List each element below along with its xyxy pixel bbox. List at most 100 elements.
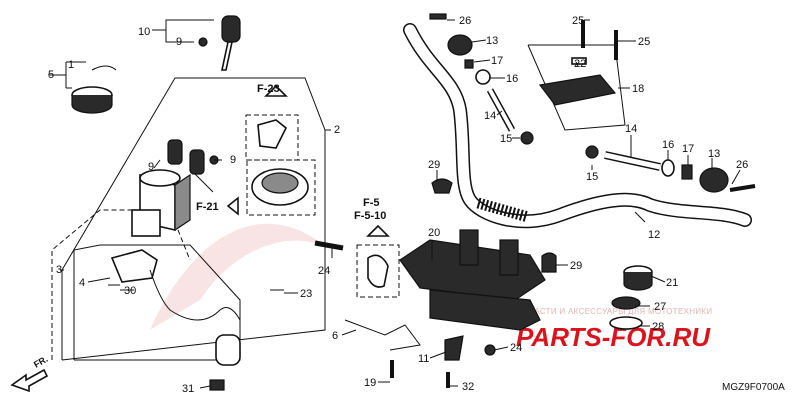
- switch-top: [139, 169, 181, 187]
- weight-13-top: [447, 34, 473, 56]
- clip-f5: [367, 254, 389, 288]
- riser-right: [499, 239, 519, 276]
- handlebar-knurl: [476, 197, 530, 223]
- connector-4: [110, 249, 158, 283]
- callout-29-top: 29: [428, 159, 440, 171]
- callout-21: 21: [666, 277, 678, 289]
- washer-27: [611, 296, 641, 310]
- left-bar-end: [429, 13, 534, 145]
- callout-29-right: 29: [570, 260, 582, 272]
- right-bar-end: [585, 145, 756, 193]
- bolt-24-right: [484, 344, 496, 356]
- leader-10: [152, 19, 214, 43]
- callout-26-right: 26: [736, 159, 748, 171]
- callout-14-right: 14: [625, 123, 637, 135]
- ref-f23-arrow-icon: [264, 84, 288, 97]
- callout-3: 3: [56, 264, 62, 276]
- nut-15-right: [585, 145, 599, 159]
- clamp-29-right: [541, 252, 557, 273]
- part-harness: [108, 249, 284, 391]
- washer-9-top: [198, 37, 208, 47]
- callouts: 5 1 2 3 4 6 9 9 9 10 11 12 13 13 14 14 1…: [48, 15, 748, 395]
- ref-f21-arrow-icon: [226, 196, 239, 216]
- fuel-cap-group: [245, 114, 316, 216]
- callout-1: 1: [68, 59, 74, 71]
- shaft-14-top-fill: [488, 89, 514, 131]
- leader-12: [634, 211, 646, 223]
- cap-5-body: [71, 95, 113, 114]
- riser-left: [459, 229, 479, 266]
- clamp-29-top: [431, 178, 453, 194]
- lock-cylinder: [257, 119, 288, 149]
- fuel-cap-inner: [261, 172, 299, 194]
- ref-f23-label: F-23: [257, 83, 280, 95]
- washer-28: [609, 316, 643, 330]
- callout-10: 10: [138, 26, 150, 38]
- leader-lines: [48, 19, 741, 389]
- leader-right-parts: [667, 150, 741, 185]
- key-9-a: [167, 139, 183, 165]
- watermark-caption: ЗАПЧАСТИ И АКСЕССУАРЫ ДЛЯ МОТОТЕХНИКИ: [512, 307, 712, 316]
- holder-18: [538, 74, 617, 106]
- bolt-24-left: [314, 240, 344, 251]
- watermark-swoosh: [150, 223, 330, 330]
- collar-17-top: [464, 59, 474, 69]
- callout-11: 11: [418, 353, 429, 365]
- callout-16-right: 16: [662, 139, 674, 151]
- ref-f5-label: F-5: [363, 197, 380, 209]
- screw-26-right: [729, 184, 756, 192]
- callout-19: 19: [364, 377, 376, 389]
- callout-12: 12: [648, 229, 660, 241]
- callout-23: 23: [300, 288, 312, 300]
- cable-guides: [344, 178, 557, 388]
- callout-24-right: 24: [510, 342, 522, 354]
- ref-f21-label: F-21: [196, 201, 219, 213]
- callout-22: 22: [574, 58, 586, 70]
- callout-32: 32: [462, 381, 474, 393]
- clip-f5-box: [356, 244, 400, 298]
- ring-16-right: [661, 159, 675, 177]
- callout-4: 4: [79, 277, 85, 289]
- plate-22: [571, 57, 587, 65]
- leader-13-top: [471, 39, 487, 43]
- callout-13-top: 13: [486, 35, 498, 47]
- part-ignition-switch: [131, 139, 219, 237]
- callout-2: 2: [334, 124, 340, 136]
- leader-11: [429, 351, 447, 359]
- cap-21-body: [623, 272, 653, 291]
- callout-15-top: 15: [500, 133, 512, 145]
- wire: [149, 269, 241, 321]
- part-ring-cap: [71, 65, 117, 114]
- snap-ring-1: [91, 65, 117, 71]
- callout-14-top: 14: [484, 110, 496, 122]
- callout-9-right: 9: [230, 154, 236, 166]
- collar-17-right: [681, 164, 693, 180]
- screw-26-top: [429, 13, 447, 20]
- callout-17-top: 17: [491, 55, 503, 67]
- leader-25: [584, 19, 636, 42]
- bridge-lower: [429, 289, 541, 331]
- callout-15-right: 15: [586, 171, 598, 183]
- key-9-b: [189, 149, 205, 175]
- leader-14-top: [496, 110, 503, 116]
- assembly-2-outline: [61, 77, 326, 361]
- cable-holder-6: [344, 319, 421, 351]
- callout-26-top: 26: [459, 15, 471, 27]
- callout-18: 18: [632, 83, 644, 95]
- leader-22: [575, 61, 579, 67]
- key-head: [221, 15, 241, 43]
- callout-25-left: 25: [572, 15, 584, 27]
- front-label: FR.: [32, 354, 50, 370]
- ref-f5-arrow-icon: [366, 224, 390, 237]
- leader-9: [153, 159, 222, 169]
- switch-housing: [131, 209, 161, 237]
- leader-6: [341, 329, 357, 336]
- callout-20: 20: [428, 227, 440, 239]
- callout-9-top: 9: [176, 36, 182, 48]
- front-arrow-icon: [10, 368, 49, 393]
- callout-17-right: 17: [682, 143, 694, 155]
- coupler: [215, 334, 241, 366]
- callout-13-right: 13: [708, 148, 720, 160]
- nut-15-top: [520, 131, 534, 145]
